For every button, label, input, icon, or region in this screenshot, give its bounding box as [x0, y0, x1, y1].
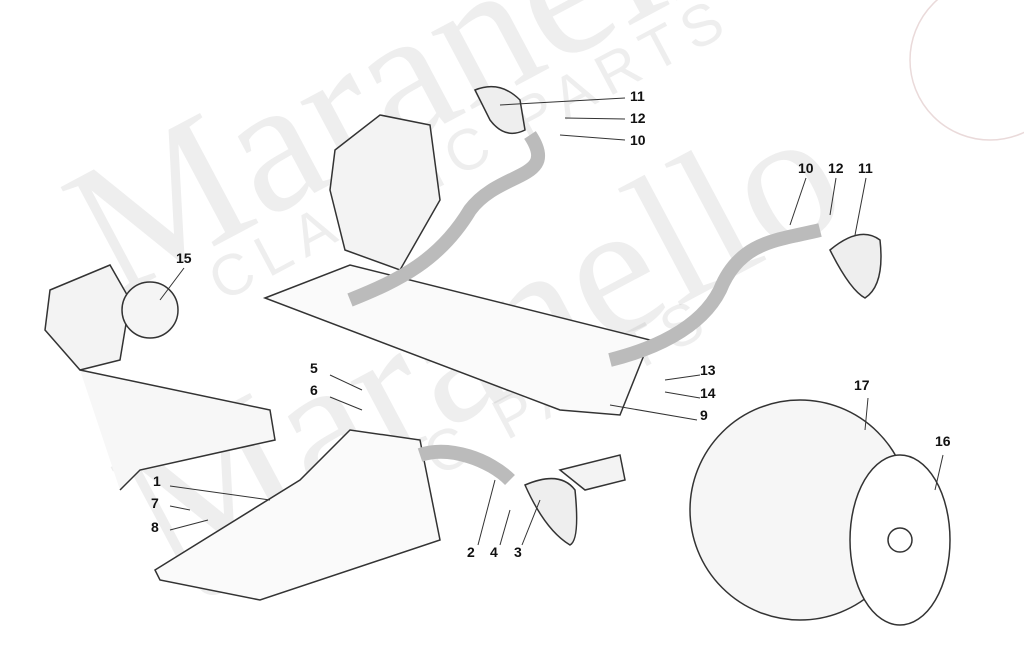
callout-10: 10: [630, 132, 646, 148]
tray-9: [262, 264, 652, 416]
callout-8: 8: [151, 519, 159, 535]
callout-6: 6: [310, 382, 318, 398]
callout-2: 2: [467, 544, 475, 560]
leader-lines: [159, 97, 944, 546]
callout-1: 1: [153, 473, 161, 489]
rim-16: [849, 454, 951, 626]
callout-17: 17: [854, 377, 870, 393]
callout-7: 7: [151, 495, 159, 511]
callout-12: 12: [630, 110, 646, 126]
duct-right: [608, 223, 822, 367]
callout-16: 16: [935, 433, 951, 449]
intake-11-right: [829, 233, 882, 299]
callout-11: 11: [630, 88, 645, 104]
bracket: [558, 454, 626, 491]
hub-carrier: [44, 264, 131, 371]
callout-12-right: 12: [828, 160, 844, 176]
emblem-watermark: [909, 0, 1024, 141]
wishbone: [79, 369, 276, 491]
callout-9: 9: [700, 407, 708, 423]
hub: [887, 527, 913, 553]
callout-5: 5: [310, 360, 318, 376]
intake-3: [524, 477, 578, 546]
callout-10-right: 10: [798, 160, 814, 176]
plate-15: [121, 281, 179, 339]
callout-13: 13: [700, 362, 716, 378]
callout-14: 14: [700, 385, 716, 401]
duct-lower: [417, 444, 515, 486]
intake-11-top: [473, 85, 526, 135]
tray-1: [154, 429, 441, 601]
callout-4: 4: [490, 544, 498, 560]
heat-shield: [329, 114, 441, 271]
duct-left: [347, 131, 545, 307]
callout-3: 3: [514, 544, 522, 560]
callout-15: 15: [176, 250, 192, 266]
callout-11-right: 11: [858, 160, 873, 176]
